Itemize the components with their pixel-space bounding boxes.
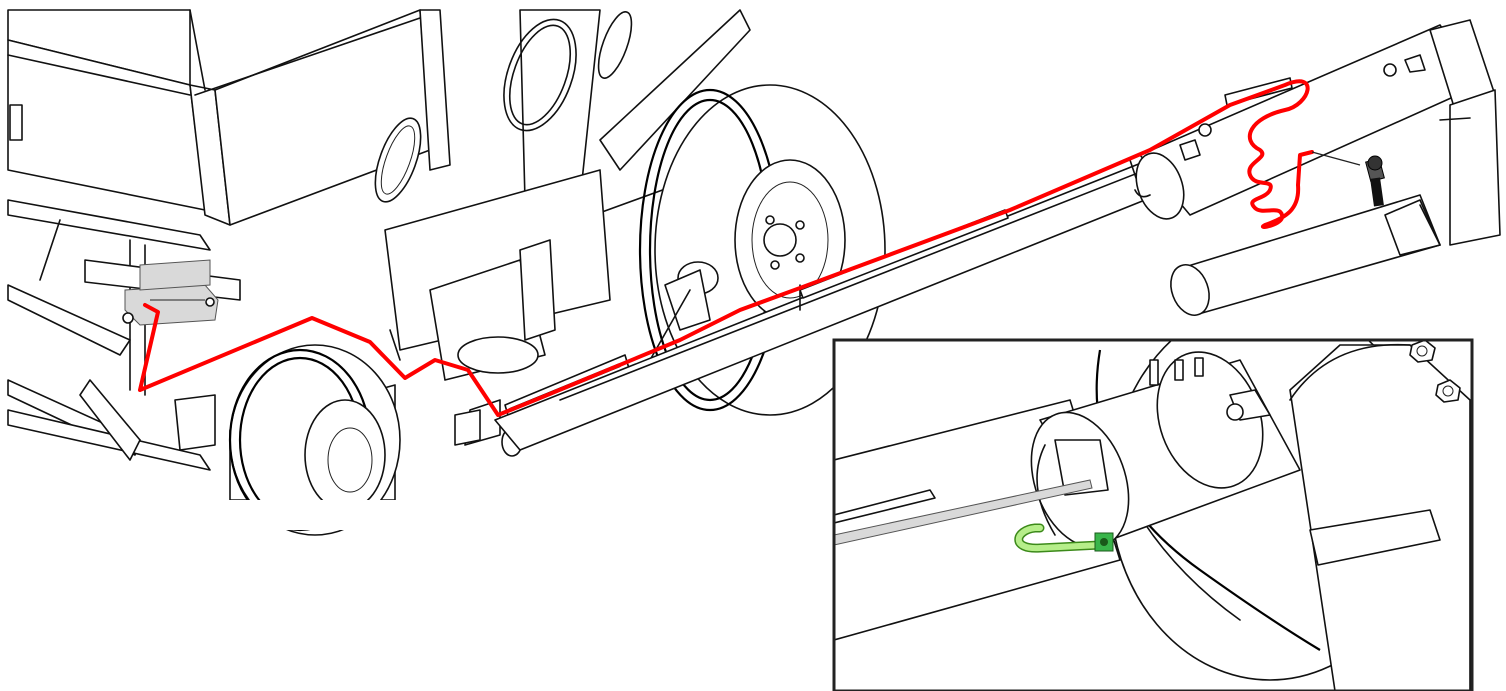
left-wheel	[200, 344, 420, 536]
harness-wire	[138, 79, 1314, 417]
connector-plug-icon	[1365, 155, 1385, 207]
auger-tubes	[1134, 19, 1501, 316]
inset-detail	[832, 338, 1474, 691]
main-view	[7, 9, 1501, 536]
wiring-harness	[138, 79, 1361, 417]
j-hook-icon	[1014, 523, 1114, 553]
right-wheel	[638, 84, 886, 416]
inset-border	[832, 338, 1474, 691]
mount-bracket	[122, 259, 219, 326]
hopper	[7, 9, 751, 226]
